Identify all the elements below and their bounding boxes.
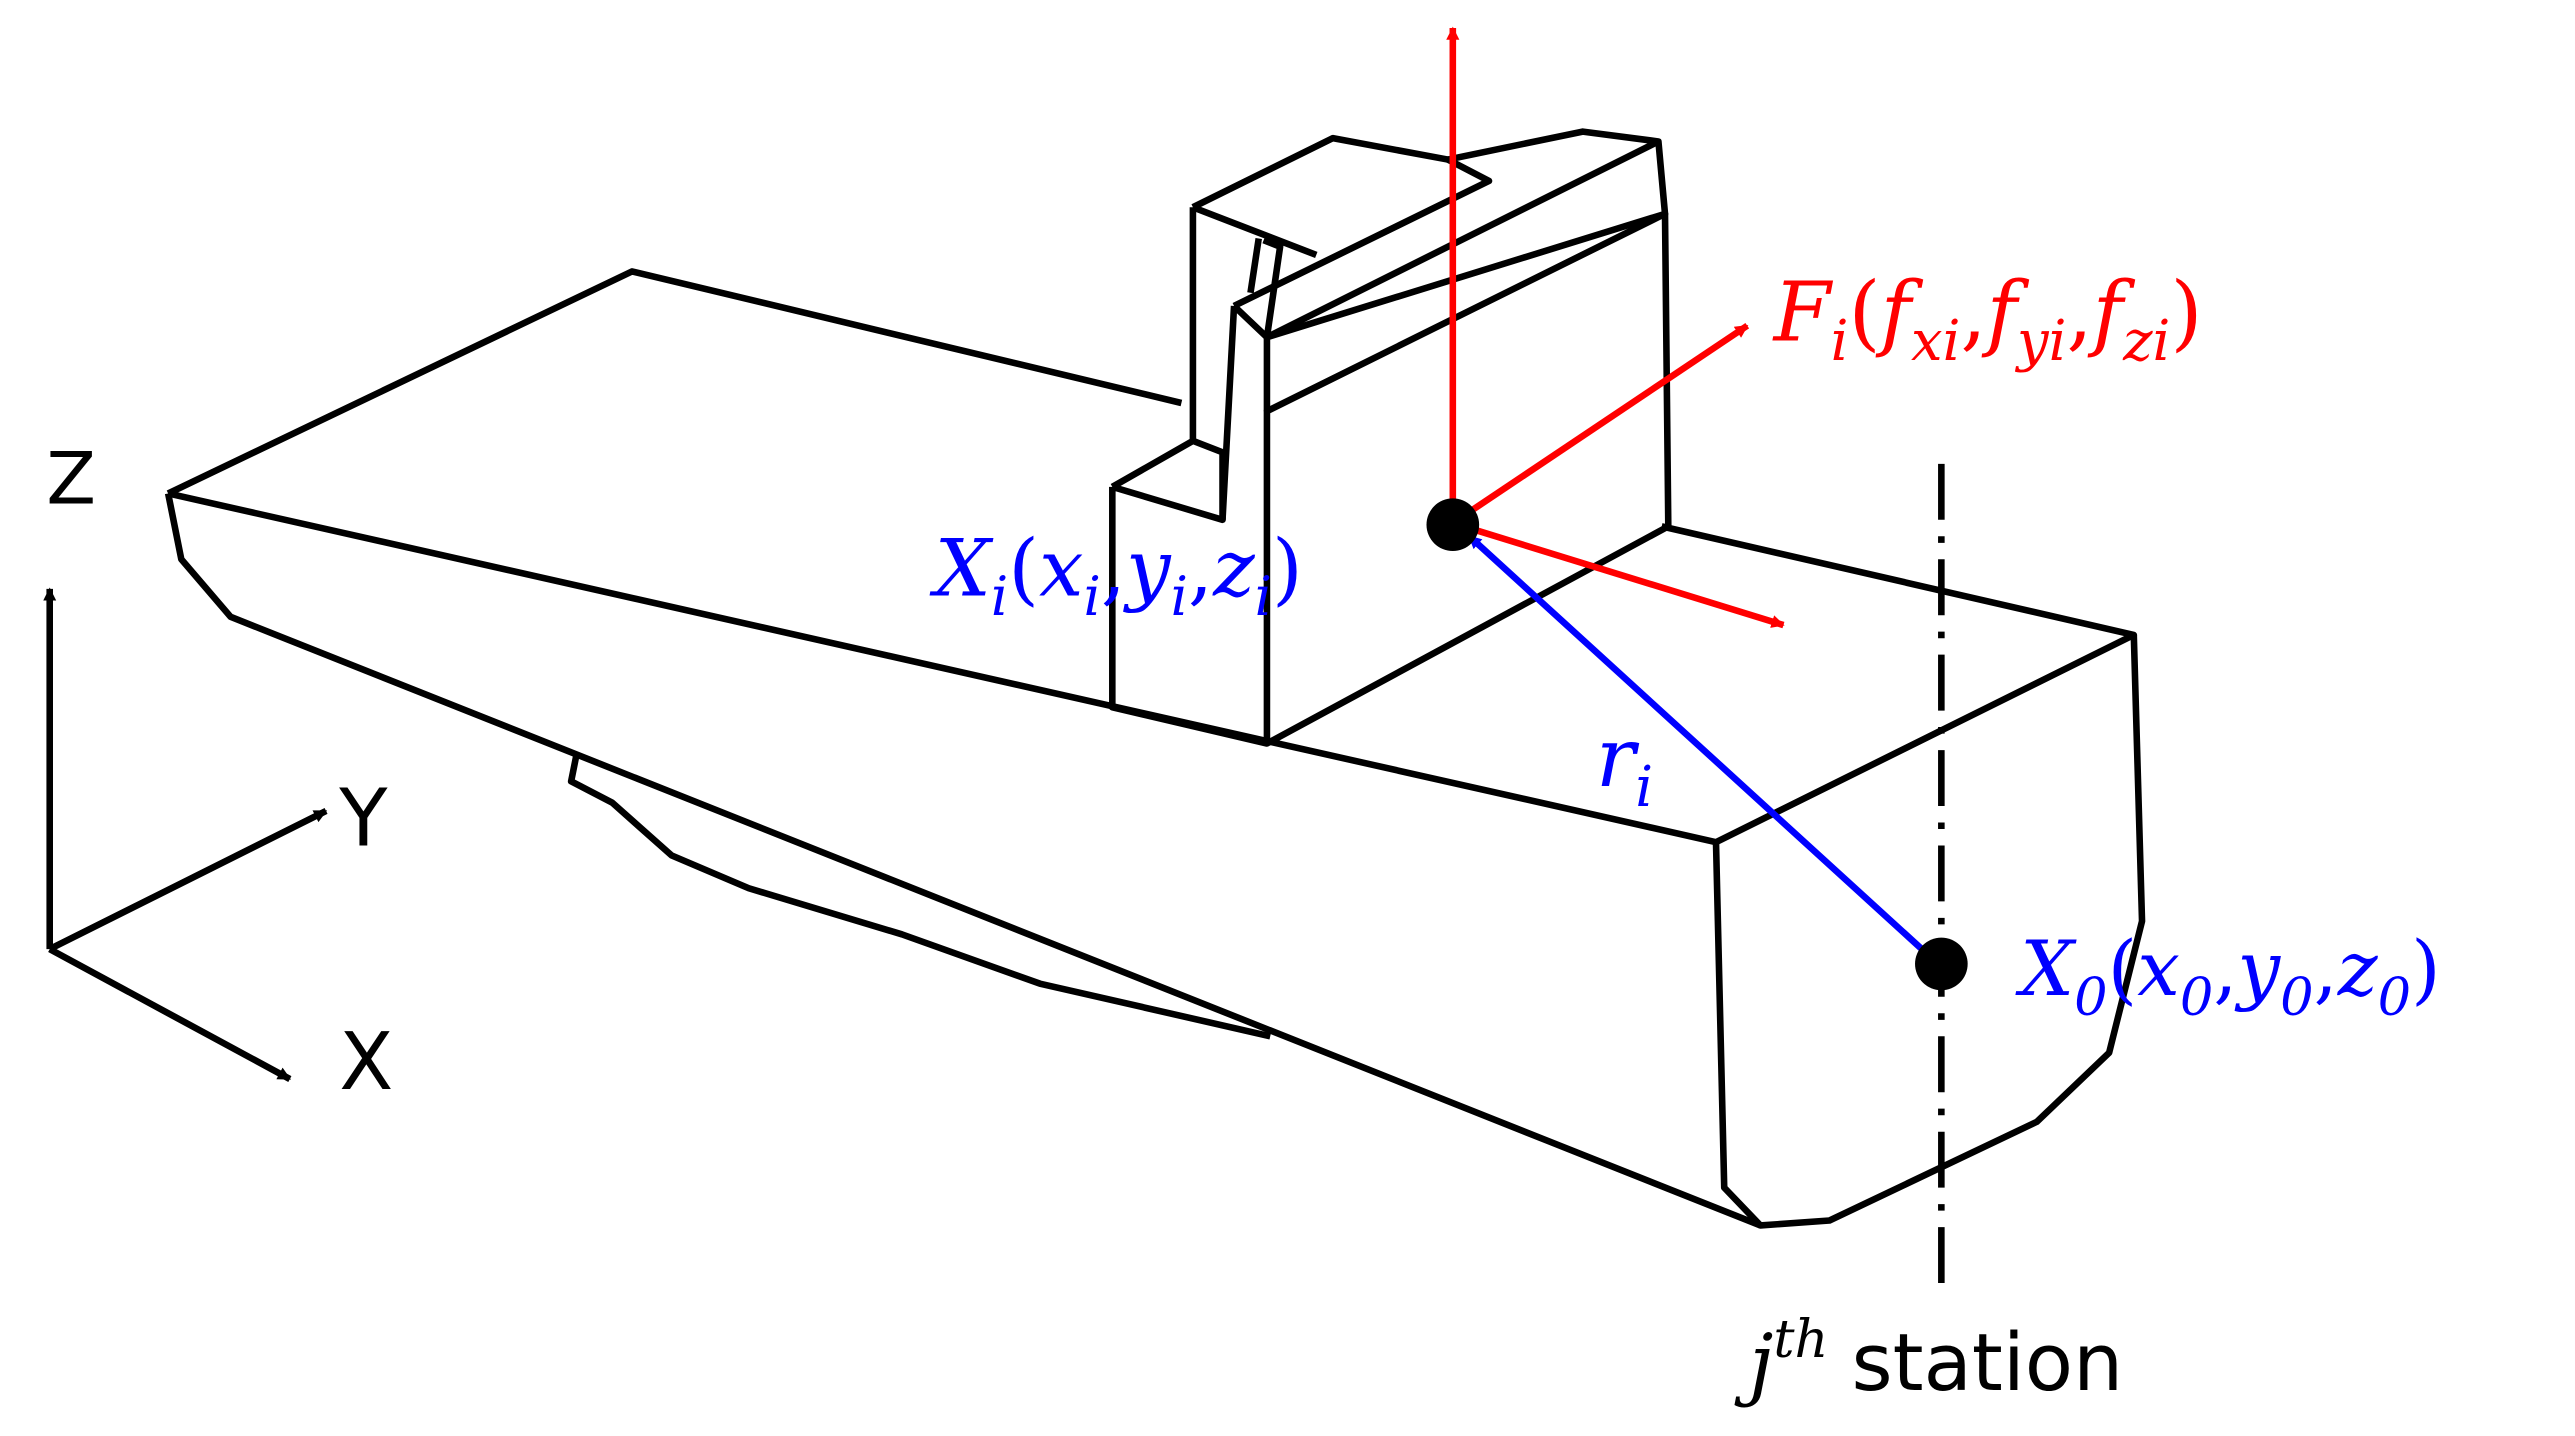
x-axis-label: X [339,1016,393,1108]
force-vectors [1446,26,1785,629]
keel-fin [567,756,1271,1040]
x-axis-arrow [48,946,292,1082]
superstructure [1109,128,1672,747]
force-x-arrow [1451,519,1785,629]
cabin-lower-step [1109,305,1268,747]
roof-front-edge [1265,138,1660,341]
cabin-roof [1231,128,1669,341]
force-application-point [1426,498,1480,552]
ship-hull [164,268,2146,1229]
z-axis-label: Z [46,437,96,521]
coordinate-axes: Z Y X [43,437,393,1108]
cabin-front-face [1263,210,1672,747]
deck-outline [166,268,2138,846]
radius-label: ri [1596,711,1653,820]
force-y-arrow [1450,322,1750,526]
transom-outline [1712,634,2146,1229]
reference-point [1915,937,1968,991]
bow-keel-line [164,492,1762,1229]
force-label: Fi(fxi,fyi,fzi) [1772,265,2203,374]
y-axis-arrow [48,807,328,953]
cabin-rear-detail [1191,204,1318,338]
position-vector-arrow [1467,533,1941,967]
point-0-label: X0(x0,y0,z0) [2015,925,2440,1028]
y-axis-label: Y [338,772,388,864]
point-i-label: Xi(xi,yi,zi) [929,522,1303,628]
